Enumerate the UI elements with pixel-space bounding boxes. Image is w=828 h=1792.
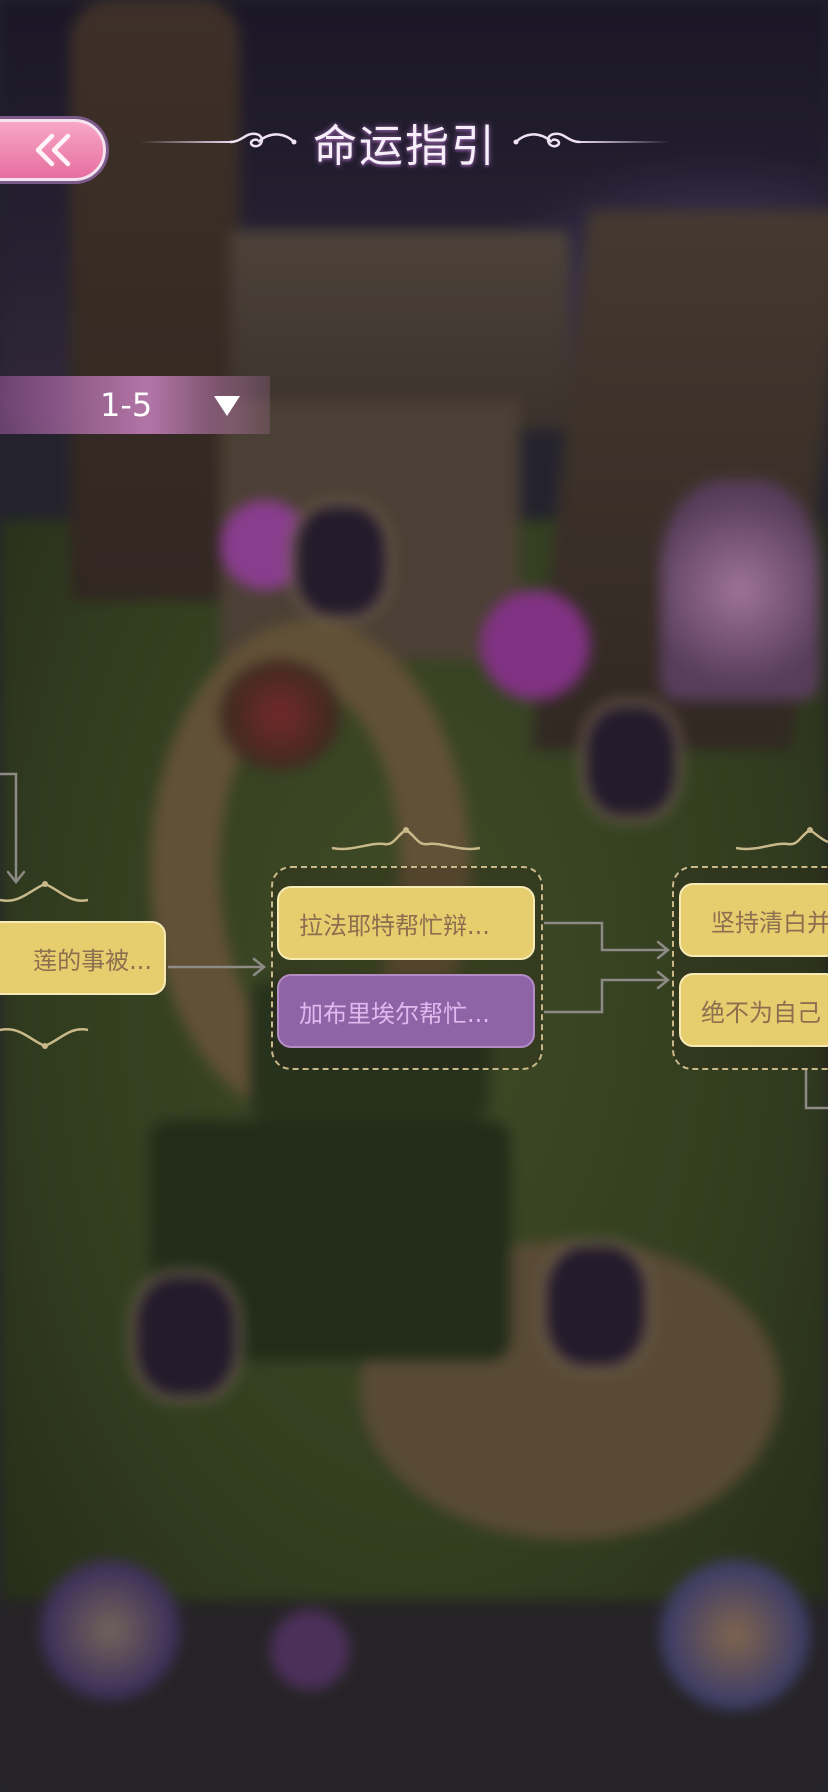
choice-option-label: 拉法耶特帮忙辩... xyxy=(299,911,490,940)
choice-option-label: 绝不为自己 xyxy=(701,998,821,1027)
chapter-dropdown[interactable]: 1-5 xyxy=(0,376,270,434)
crown-ornament-icon xyxy=(0,1028,89,1049)
choice-option-innocence[interactable]: 坚持清白并 xyxy=(679,883,828,957)
choice-option-never-for-self[interactable]: 绝不为自己 xyxy=(679,973,828,1047)
crown-ornament-icon xyxy=(736,827,828,851)
choice-option-lafayette[interactable]: 拉法耶特帮忙辩... xyxy=(277,886,535,960)
double-chevron-left-icon xyxy=(35,133,71,167)
page-title: 命运指引 xyxy=(313,121,497,172)
title-bar: 命运指引 xyxy=(140,112,670,172)
triangle-down-icon xyxy=(214,396,240,416)
back-button[interactable] xyxy=(0,119,106,181)
title-divider-left xyxy=(140,141,230,143)
chapter-selected-value: 1-5 xyxy=(100,386,153,424)
crown-ornament-icon xyxy=(332,827,480,851)
crown-ornament-icon xyxy=(0,881,89,902)
title-divider-right xyxy=(580,141,670,143)
story-node-label: 莲的事被... xyxy=(33,946,152,975)
choice-option-label: 加布里埃尔帮忙... xyxy=(299,999,490,1028)
ornament-flourish-icon xyxy=(513,132,581,148)
choice-option-gabriel-selected[interactable]: 加布里埃尔帮忙... xyxy=(277,974,535,1048)
story-node-current[interactable]: 莲的事被... xyxy=(0,921,166,995)
ornament-flourish-icon xyxy=(229,132,297,148)
choice-option-label: 坚持清白并 xyxy=(711,908,828,937)
